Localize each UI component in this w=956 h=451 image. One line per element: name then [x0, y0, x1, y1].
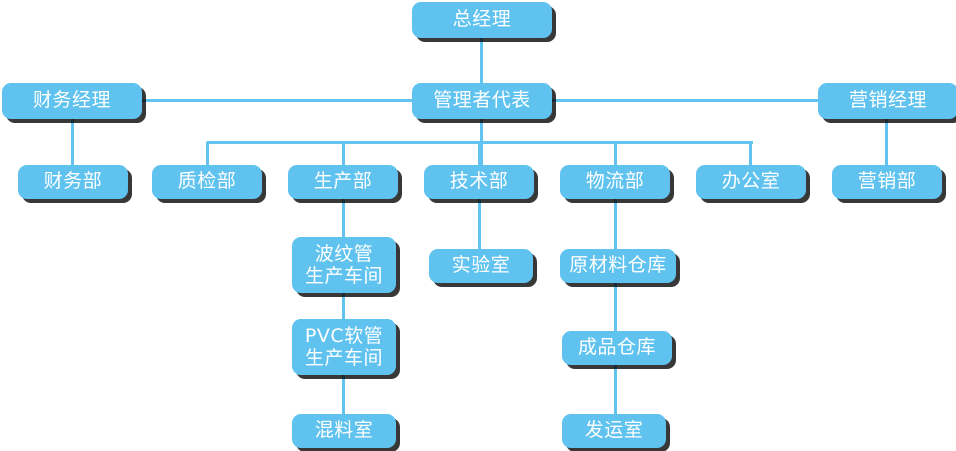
node-label-mix_room: 混料室: [314, 419, 374, 442]
node-label-fin_dept: 财务部: [43, 170, 103, 193]
connector-prod-to-corrshop: [342, 199, 345, 239]
node-label-ship_room: 发运室: [584, 419, 644, 442]
node-label-lab: 实验室: [451, 254, 511, 277]
node-label-logi_dept: 物流部: [585, 170, 645, 193]
connector-bus-down-prod: [342, 142, 345, 165]
node-label-fin_wh: 成品仓库: [577, 336, 656, 359]
node-logi_dept[interactable]: 物流部: [560, 165, 670, 199]
node-office[interactable]: 办公室: [696, 165, 806, 199]
node-label-gm: 总经理: [452, 8, 512, 31]
connector-mgmtrep-to-mktmgr: [552, 99, 818, 102]
node-label-raw_wh: 原材料仓库: [569, 254, 667, 277]
node-label-qc_dept: 质检部: [177, 170, 237, 193]
node-prod_dept[interactable]: 生产部: [288, 165, 398, 199]
node-pvc_shop[interactable]: PVC软管 生产车间: [292, 319, 396, 375]
node-fin_mgr[interactable]: 财务经理: [2, 83, 142, 119]
node-label-fin_mgr: 财务经理: [32, 89, 111, 112]
node-label-mkt_dept: 营销部: [857, 170, 917, 193]
node-tech_dept[interactable]: 技术部: [424, 165, 534, 199]
node-label-corr_shop: 波纹管 生产车间: [304, 242, 383, 287]
node-raw_wh[interactable]: 原材料仓库: [560, 249, 676, 283]
connector-finwh-to-shiproom: [614, 365, 617, 415]
connector-bus-down-office: [749, 142, 752, 165]
node-label-office: 办公室: [721, 170, 781, 193]
node-label-prod_dept: 生产部: [313, 170, 373, 193]
node-mkt_dept[interactable]: 营销部: [832, 165, 942, 199]
node-mix_room[interactable]: 混料室: [292, 414, 396, 448]
node-lab[interactable]: 实验室: [429, 249, 533, 283]
connector-bus-down-tech: [478, 142, 481, 165]
node-label-pvc_shop: PVC软管 生产车间: [304, 324, 384, 369]
node-fin_dept[interactable]: 财务部: [18, 165, 128, 199]
node-mkt_mgr[interactable]: 营销经理: [818, 83, 956, 119]
connector-logi-to-rawwh: [614, 199, 617, 251]
connector-corrshop-to-pvcshop: [342, 293, 345, 321]
connector-rawwh-to-finwh: [614, 283, 617, 333]
connector-finmgr-down-to-findept: [71, 119, 74, 165]
connector-mgmtrep-to-finmgr: [142, 99, 412, 102]
connector-gm-to-mgmtrep-stem: [480, 38, 483, 83]
connector-bus-down-qc: [206, 142, 209, 165]
node-label-mgmt_rep: 管理者代表: [433, 89, 531, 112]
node-fin_wh[interactable]: 成品仓库: [562, 331, 672, 365]
node-ship_room[interactable]: 发运室: [562, 414, 666, 448]
connector-mktmgr-down-to-mktdept: [885, 119, 888, 165]
connector-bus-down-logi: [614, 142, 617, 165]
node-corr_shop[interactable]: 波纹管 生产车间: [292, 237, 396, 293]
node-label-mkt_mgr: 营销经理: [848, 89, 927, 112]
node-mgmt_rep[interactable]: 管理者代表: [412, 83, 552, 119]
node-qc_dept[interactable]: 质检部: [152, 165, 262, 199]
connector-pvcshop-to-mixroom: [342, 375, 345, 415]
node-gm[interactable]: 总经理: [412, 2, 552, 38]
node-label-tech_dept: 技术部: [449, 170, 509, 193]
connector-tech-to-lab: [478, 199, 481, 251]
